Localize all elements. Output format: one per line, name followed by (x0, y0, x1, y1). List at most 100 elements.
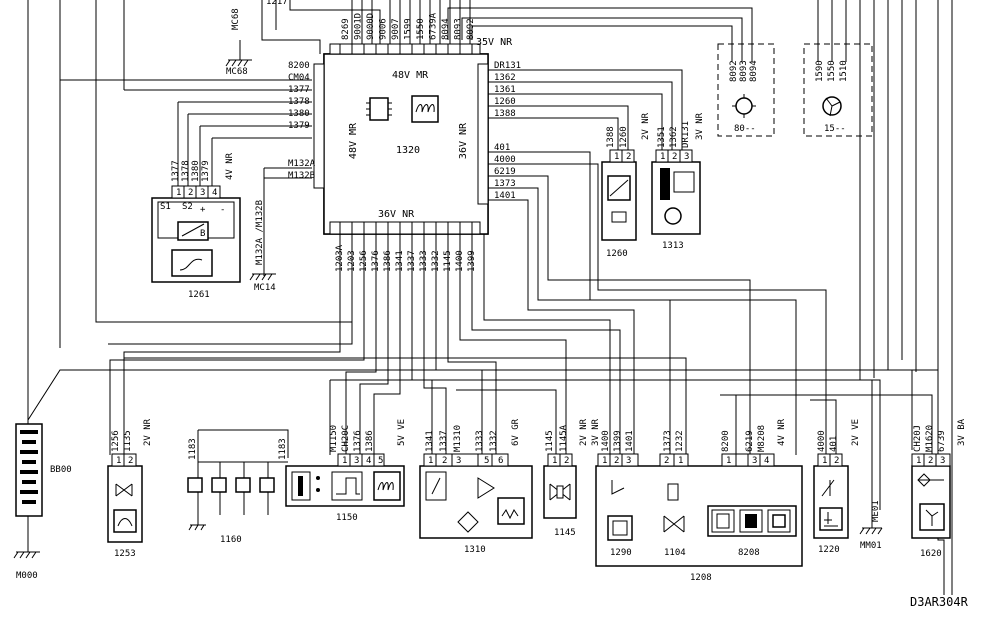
c1620-pin-2: 3 (940, 456, 945, 466)
c1290-connector: 3V NR (591, 418, 601, 446)
c1150-pin-2: 4 (366, 456, 371, 466)
c1260-wire-1: 1260 (619, 126, 629, 148)
ecu-top-wire-0: 8269 (341, 18, 351, 40)
c1620-wire-1: M1620 (925, 425, 935, 452)
ecu-bottom-wire-9: 1145 (443, 250, 453, 272)
c1253-id: 1253 (114, 549, 136, 559)
c1290-pin-0: 1 (602, 456, 607, 466)
ecu-right-wire-8: 1373 (494, 179, 516, 189)
ecu-left-wire-1: CM04 (288, 73, 310, 83)
c8208-pin-2: 4 (764, 456, 769, 466)
c1220-connector: 2V VE (851, 419, 861, 446)
c1310-pin-2: 3 (456, 456, 461, 466)
ecu-label-right: 36V NR (458, 122, 469, 159)
c1313-wire-1: 1362 (669, 126, 679, 148)
c1310-wire-4: 1332 (489, 430, 499, 452)
top-fragment-label: 1217 (266, 0, 288, 7)
c1313-wire-0: 1351 (657, 126, 667, 148)
ecu-bottom-wire-1: 1203 (347, 250, 357, 272)
component-bb00: BB00 M000 (13, 423, 72, 581)
ecu-right-wire-2: 1361 (494, 85, 516, 95)
c1145-id: 1145 (554, 528, 576, 538)
c1261-pin-3: 4 (212, 188, 217, 198)
c1160-wire-a: 1183 (188, 438, 198, 460)
battery-cell (22, 460, 36, 464)
battery-cell (20, 450, 38, 454)
c1310-pin-4: 6 (498, 456, 503, 466)
c1104-pin-0: 2 (664, 456, 669, 466)
svg-text:S2: S2 (182, 202, 193, 212)
ecu-bottom-wire-8: 1332 (431, 250, 441, 272)
ecu-label-left: 48V MR (348, 122, 359, 159)
c1220-pin-0: 1 (822, 456, 827, 466)
c15-wire-1: 1550 (827, 60, 837, 82)
c1261-pin-1: 2 (188, 188, 193, 198)
ecu-right-wire-1: 1362 (494, 73, 516, 83)
ecu-bottom-wire-0: 1203A (335, 244, 345, 272)
c1261-wire-0: 1377 (171, 160, 181, 182)
c80-wire-0: 8092 (729, 60, 739, 82)
c1261-connector: 4V NR (225, 152, 235, 180)
c1290-wire-0: 1400 (601, 430, 611, 452)
c1310-pin-1: 2 (442, 456, 447, 466)
c1208-id: 1208 (690, 573, 712, 583)
svg-text:MC68: MC68 (226, 67, 248, 77)
c1260-connector: 2V NR (641, 112, 651, 140)
ecu-right-wire-5: 401 (494, 143, 510, 153)
ecu-top-wire-7: 6739A (429, 12, 439, 40)
ecu-left-wire-6: M132A (288, 159, 316, 169)
c1290-pin-2: 3 (626, 456, 631, 466)
c1620-wire-0: CH20J (913, 425, 923, 452)
svg-text:S1: S1 (160, 202, 171, 212)
c1261-id: 1261 (188, 290, 210, 300)
ground-mc14: MC14 M132A /M132B (249, 200, 276, 293)
c1313-id: 1313 (662, 241, 684, 251)
c1260-id: 1260 (606, 249, 628, 259)
svg-text:MC14: MC14 (254, 283, 276, 293)
ecu-top-wire-10: 8092 (466, 18, 476, 40)
ecu-top-wire-3: 9006 (379, 18, 389, 40)
ecu-bottom-wire-6: 1337 (407, 250, 417, 272)
c1260-wire-0: 1388 (606, 126, 616, 148)
c1150-pin-0: 1 (342, 456, 347, 466)
ground-m000: M000 (16, 571, 38, 581)
c1290-wire-2: 1401 (625, 430, 635, 452)
c1620-id: 1620 (920, 549, 942, 559)
ecu-id: 1320 (396, 145, 420, 156)
ecu-top-wire-1: 9001D (354, 13, 364, 40)
c15-wire-0: 1590 (815, 60, 825, 82)
ecu-right-wire-0: DR131 (494, 61, 521, 71)
c80-wire-2: 8094 (749, 60, 759, 82)
ecu-right-wire-3: 1260 (494, 97, 516, 107)
svg-text:ME01: ME01 (871, 500, 881, 522)
ecu-top-wire-4: 9007 (391, 18, 401, 40)
c8208-pin-1: 3 (752, 456, 757, 466)
c1310-wire-2: M1310 (453, 425, 463, 452)
ecu-bottom-wire-10: 1400 (455, 250, 465, 272)
c8208-pin-0: 1 (726, 456, 731, 466)
ecu-label-bottom: 36V NR (378, 209, 415, 220)
ecu-left-wire-2: 1377 (288, 85, 310, 95)
ground-mc68: MC68 MC68 (225, 8, 252, 77)
ecu-1320: 48V MR 48V MR 36V NR 36V NR 1320 35V NR … (288, 12, 521, 272)
c1150-wire-0: M1150 (329, 425, 339, 452)
ecu-top-wire-2: 9000D (366, 13, 376, 40)
c1253-wire-0: 1256 (111, 430, 121, 452)
c80-wire-1: 8093 (739, 60, 749, 82)
c1310-wire-0: 1341 (425, 430, 435, 452)
c1290-wire-1: 1399 (613, 430, 623, 452)
thermometer-icon (819, 507, 843, 531)
c1220-wire-1: 401 (829, 436, 839, 452)
c1145-pin-0: 1 (552, 456, 557, 466)
c1261-wire-2: 1380 (191, 160, 201, 182)
c1313-pin-1: 2 (672, 152, 677, 162)
sun-icon (735, 97, 753, 115)
c1620-pin-1: 2 (928, 456, 933, 466)
c1104-wire-0: 1373 (663, 430, 673, 452)
c1145-wire-0: 1145 (545, 430, 555, 452)
